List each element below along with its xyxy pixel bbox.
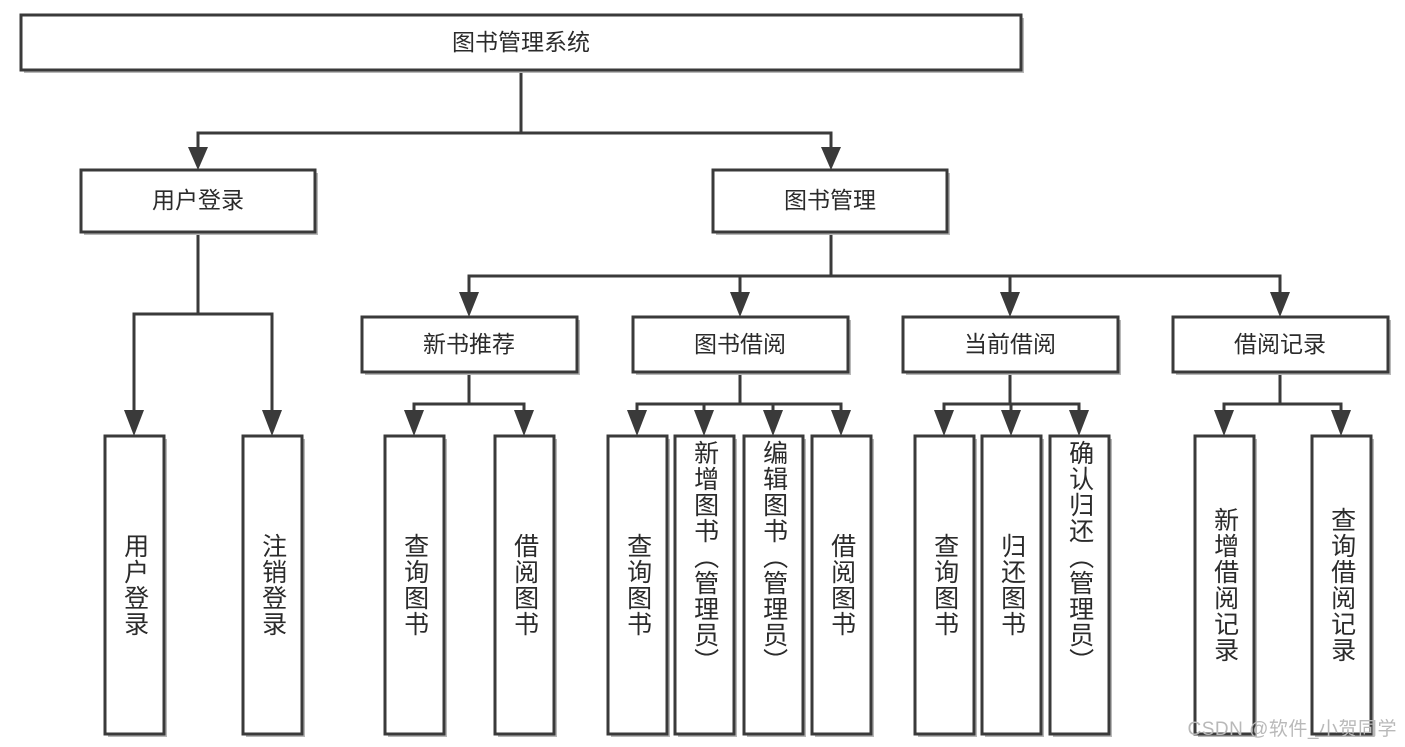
arrow-leaf-query-book-2	[627, 410, 647, 436]
book-manage-label: 图书管理	[784, 187, 876, 213]
root-box[interactable]	[19, 13, 1023, 72]
current-borrow-box[interactable]	[901, 315, 1120, 374]
leaf-query-record-box[interactable]	[1310, 434, 1373, 736]
arrow-leaf-borrow-book-2	[831, 410, 851, 436]
nodes-layer: 图书管理系统 用户登录 图书管理 新书推荐	[19, 13, 1391, 737]
leaf-query-book-2-box[interactable]	[606, 434, 669, 736]
user-login-box[interactable]	[79, 168, 317, 234]
book-manage-box[interactable]	[711, 168, 949, 234]
node-root[interactable]: 图书管理系统	[19, 13, 1024, 73]
current-borrow-label: 当前借阅	[964, 331, 1056, 357]
user-login-label: 用户登录	[152, 187, 244, 213]
arrow-user-login	[188, 147, 208, 170]
node-new-book-recommend[interactable]: 新书推荐	[360, 315, 580, 375]
arrow-leaf-confirm-return	[1069, 410, 1089, 436]
arrow-leaf-add-record	[1214, 410, 1234, 436]
leaf-query-book-1-box[interactable]	[383, 434, 446, 736]
arrow-leaf-query-record	[1331, 410, 1351, 436]
new-book-recommend-label: 新书推荐	[423, 331, 515, 357]
leaf-query-book-3-box[interactable]	[913, 434, 976, 736]
node-book-borrow[interactable]: 图书借阅	[631, 315, 851, 375]
node-user-login[interactable]: 用户登录	[79, 168, 318, 235]
arrow-book-manage	[821, 147, 841, 170]
node-borrow-record[interactable]: 借阅记录	[1171, 315, 1391, 375]
arrow-leaf-edit-book	[763, 410, 783, 436]
arrow-leaf-logout	[262, 410, 282, 436]
arrow-current-borrow	[1000, 292, 1020, 317]
borrow-record-label: 借阅记录	[1234, 331, 1326, 357]
arrow-leaf-return-book	[1001, 410, 1021, 436]
node-book-manage[interactable]: 图书管理	[711, 168, 950, 235]
arrow-new-book-recommend	[459, 292, 479, 317]
arrow-borrow-record	[1270, 292, 1290, 317]
leaf-return-book-box[interactable]	[980, 434, 1043, 736]
arrow-leaf-query-book-1	[404, 410, 424, 436]
arrow-leaf-add-book	[694, 410, 714, 436]
watermark-text: CSDN @软件_小贺同学	[1187, 719, 1397, 740]
borrow-record-box[interactable]	[1171, 315, 1390, 374]
book-borrow-label: 图书借阅	[694, 331, 786, 357]
root-label: 图书管理系统	[452, 29, 590, 55]
node-current-borrow[interactable]: 当前借阅	[901, 315, 1121, 375]
leaf-add-book-box[interactable]	[673, 434, 736, 736]
arrow-leaf-query-book-3	[934, 410, 954, 436]
leaf-edit-book-box[interactable]	[742, 434, 805, 736]
leaf-user-login-box[interactable]	[103, 434, 166, 736]
leaf-borrow-book-1-box[interactable]	[493, 434, 556, 736]
leaf-boxes-layer	[103, 434, 1374, 737]
leaf-logout-box[interactable]	[241, 434, 304, 736]
arrow-book-borrow	[730, 292, 750, 317]
leaf-add-record-box[interactable]	[1193, 434, 1256, 736]
leaf-borrow-book-2-box[interactable]	[810, 434, 873, 736]
edges-layer	[124, 67, 1351, 436]
new-book-recommend-box[interactable]	[360, 315, 579, 374]
book-borrow-box[interactable]	[631, 315, 850, 374]
arrow-leaf-user-login	[124, 410, 144, 436]
leaf-confirm-return-box[interactable]	[1048, 434, 1111, 736]
arrow-leaf-borrow-book-1	[514, 410, 534, 436]
